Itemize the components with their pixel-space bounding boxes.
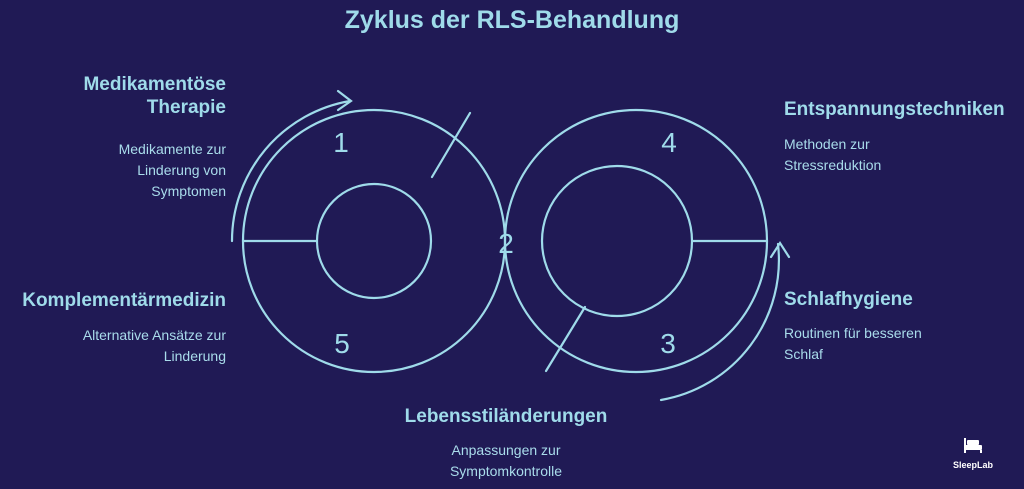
step-1-desc-line3: Symptomen [151, 183, 226, 199]
logo-text: SleepLab [952, 460, 993, 470]
step-3-title: Schlafhygiene [784, 289, 913, 310]
step-number-2: 2 [498, 228, 514, 259]
left-arrow-arc [230, 99, 352, 243]
step-5-desc-line1: Alternative Ansätze zur [82, 327, 226, 343]
step-5-title: Komplementärmedizin [22, 290, 226, 311]
step-2-desc-line1: Anpassungen zur [451, 442, 561, 458]
step-4-desc-line1: Methoden zur [784, 136, 870, 152]
right-inner-ring [540, 164, 694, 318]
left-arrowhead [336, 89, 353, 112]
right-arrow-arc [659, 242, 780, 402]
step-2-desc-line2: Symptomkontrolle [449, 463, 563, 479]
step-4-desc-line2: Stressreduktion [784, 157, 882, 173]
right-arrowhead [769, 240, 791, 259]
step-5-description: Alternative Ansätze zur Linderung [30, 325, 226, 367]
step-1-desc-line2: Linderung von [137, 162, 226, 178]
step-1-title-line1: Medikamentöse [83, 74, 226, 95]
step-number-5: 5 [334, 328, 350, 359]
bed-icon [964, 438, 982, 453]
step-1-title: Medikamentöse Therapie [30, 73, 226, 119]
step-1-title-line2: Therapie [146, 97, 226, 118]
diagram-title: Zyklus der RLS-Behandlung [344, 6, 680, 34]
step-5-desc-line2: Linderung [163, 348, 226, 364]
step-4-description: Methoden zur Stressreduktion [784, 134, 1004, 176]
step-number-3: 3 [660, 328, 676, 359]
separator-1-2 [430, 111, 472, 179]
step-2-title: Lebensstiländerungen [404, 406, 608, 427]
step-3-desc-line1: Routinen für besseren [784, 325, 922, 341]
step-number-1: 1 [333, 127, 349, 158]
separator-2-3 [544, 305, 587, 373]
step-1-description: Medikamente zur Linderung von Symptomen [30, 139, 226, 202]
step-2-description: Anpassungen zur Symptomkontrolle [356, 440, 656, 482]
step-3-desc-line2: Schlaf [784, 346, 823, 362]
step-3-description: Routinen für besseren Schlaf [784, 323, 1004, 365]
step-1-desc-line1: Medikamente zur [118, 141, 226, 157]
step-number-4: 4 [661, 127, 677, 158]
sleeplab-logo: SleepLab [948, 438, 998, 470]
step-4-title: Entspannungstechniken [784, 99, 1005, 120]
left-inner-ring [315, 182, 433, 300]
